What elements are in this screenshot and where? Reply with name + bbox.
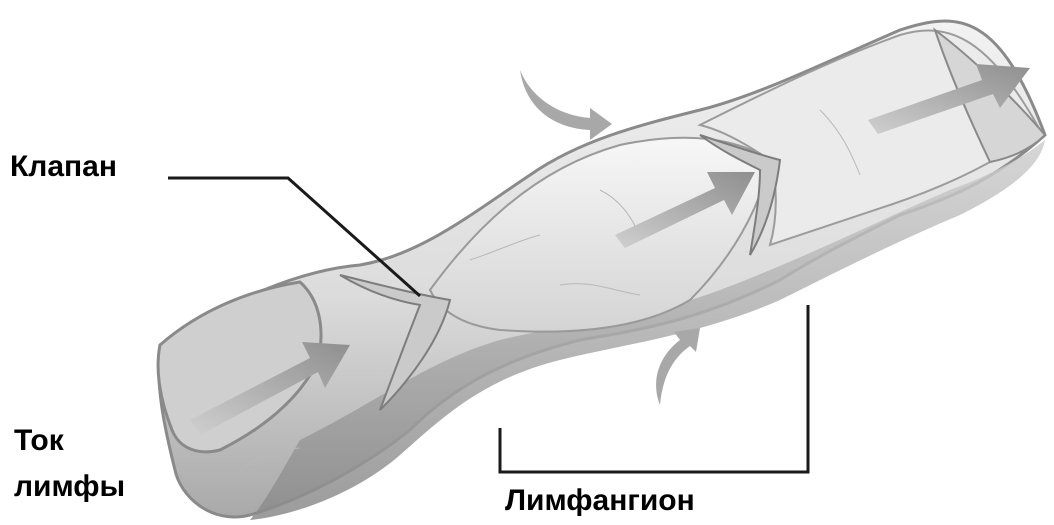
lymphangion-label: Лимфангион <box>505 484 695 517</box>
valve-label: Клапан <box>10 150 117 183</box>
lymph-flow-label-line1: Ток <box>14 424 64 457</box>
inflow-arrow-top <box>520 70 612 140</box>
lymph-flow-label-line2: лимфы <box>14 470 125 503</box>
inflow-arrow-bottom <box>656 328 700 405</box>
